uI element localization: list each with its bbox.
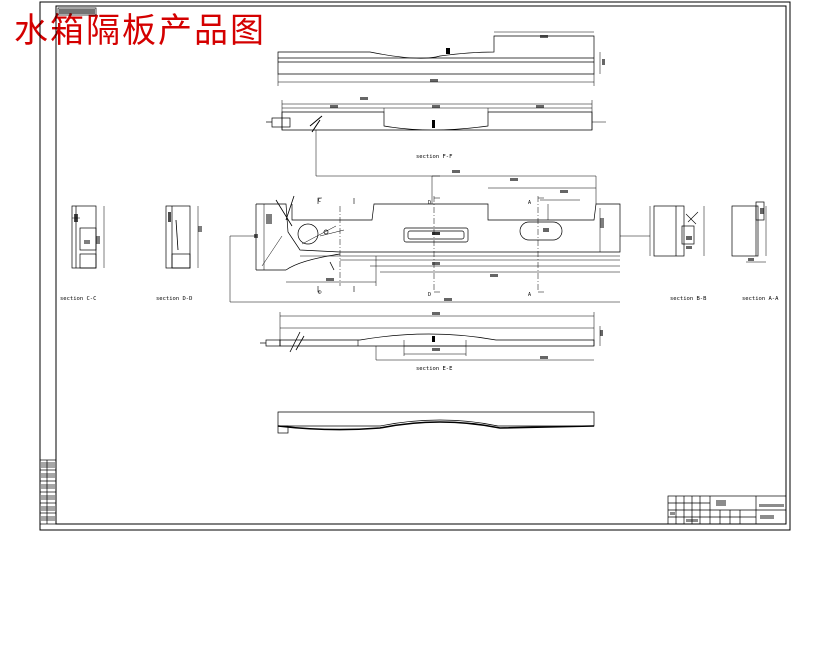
outer-border	[39, 1, 791, 531]
marker-c-bottom: C	[318, 290, 321, 296]
marker-d-bottom: D	[428, 292, 431, 298]
corner-tag-fill	[59, 9, 95, 14]
inner-border	[55, 5, 787, 525]
marker-a-top: A	[528, 200, 531, 206]
revision-strip	[39, 459, 57, 525]
view-section-a-a: section A-A	[731, 201, 779, 302]
marker-a-bottom: A	[528, 292, 531, 298]
section-c-c-label: section C-C	[60, 296, 96, 302]
section-d-d-label: section D-D	[156, 296, 192, 302]
section-e-e-label: section E-E	[416, 366, 452, 372]
marker-d-top: D	[428, 200, 431, 206]
view-section-d-d: section D-D	[156, 205, 202, 302]
section-b-b-label: section B-B	[670, 296, 707, 302]
view-section-f-f: section F-F	[266, 97, 606, 177]
view-section-c-c: section C-C	[60, 205, 105, 302]
view-section-b-b: section B-B	[649, 205, 707, 302]
view-section-e-e: section E-E	[260, 312, 603, 372]
corner-tag	[57, 7, 97, 16]
view-bottom-side	[277, 411, 595, 434]
title-block	[667, 495, 787, 525]
view-top-elevation	[277, 31, 605, 86]
section-a-a-label: section A-A	[742, 296, 779, 302]
marker-c-top: C	[318, 198, 321, 204]
view-main-plan: C C D D A A	[229, 170, 650, 303]
section-f-f-label: section F-F	[416, 154, 452, 160]
